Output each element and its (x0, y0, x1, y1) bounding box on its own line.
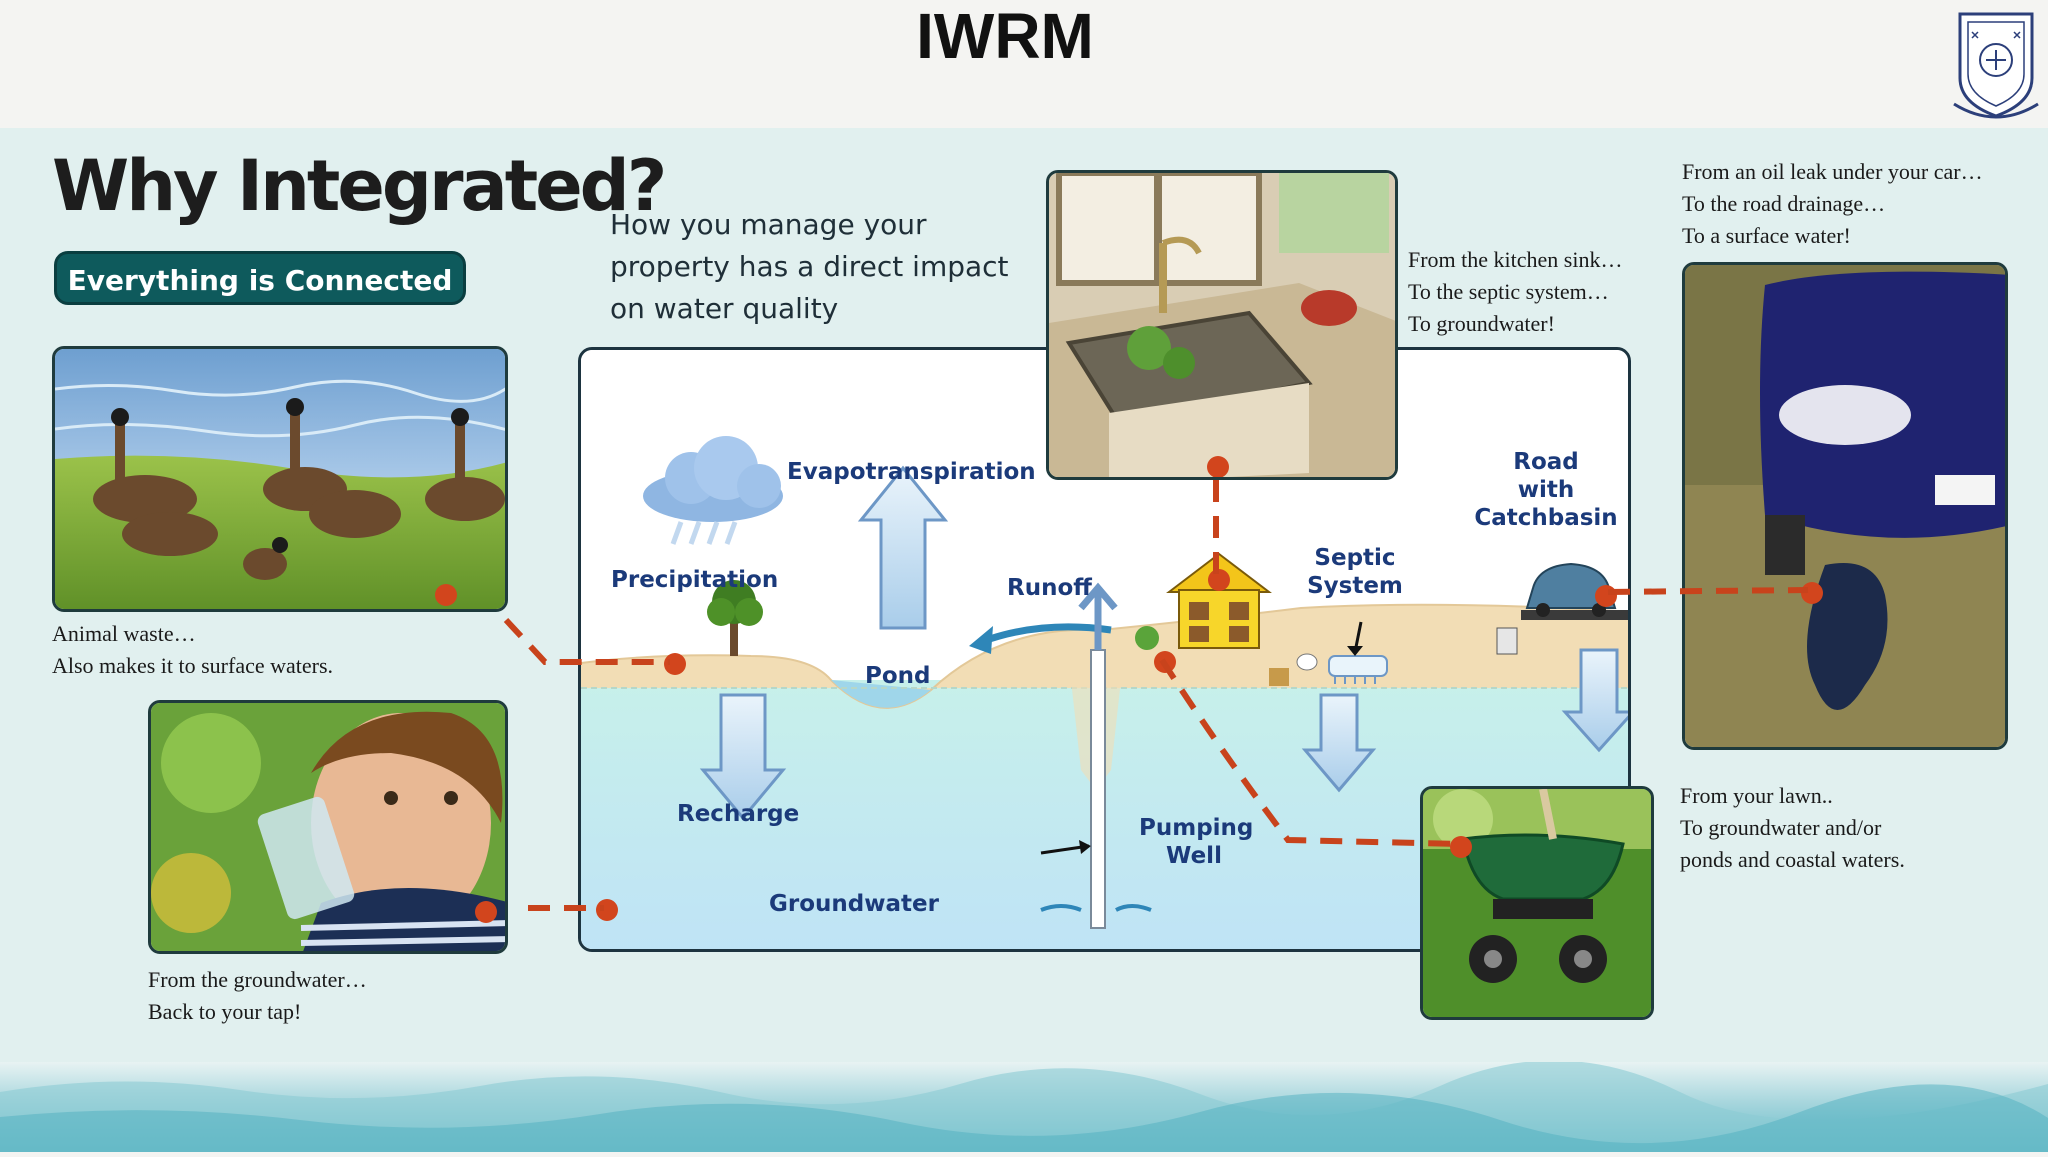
label-line: Septic (1314, 545, 1396, 571)
geese-connector (503, 617, 670, 665)
label-pond: Pond (865, 663, 931, 689)
child-drinking-photo (148, 700, 508, 954)
label-line: Catchbasin (1474, 505, 1618, 531)
label-recharge: Recharge (677, 801, 800, 827)
caption-line: To groundwater! (1408, 311, 1555, 336)
connected-badge: Everything is Connected (54, 251, 466, 305)
label-groundwater: Groundwater (769, 891, 939, 917)
caption-line: ponds and coastal waters. (1680, 847, 1905, 872)
kitchen-caption: From the kitchen sink… To the septic sys… (1408, 244, 1622, 340)
label-line: Pumping (1139, 815, 1254, 841)
label-precipitation: Precipitation (611, 567, 779, 593)
caption-line: Animal waste… (52, 621, 196, 646)
geese-caption: Animal waste… Also makes it to surface w… (52, 618, 333, 682)
label-road-catchbasin: Road with Catchbasin (1471, 448, 1621, 532)
lawn-connector (1159, 658, 1461, 847)
caption-line: From the kitchen sink… (1408, 247, 1623, 272)
caption-line: To the septic system… (1408, 279, 1609, 304)
label-line: Road (1513, 449, 1579, 475)
caption-line: To a surface water! (1682, 223, 1851, 248)
caption-line: To the road drainage… (1682, 191, 1886, 216)
caption-line: To groundwater and/or (1680, 815, 1882, 840)
lawn-spreader-photo (1420, 786, 1654, 1020)
label-line: System (1307, 573, 1403, 599)
label-pumping-well: Pumping Well (1139, 814, 1254, 870)
geese-photo (52, 346, 508, 612)
label-evapotranspiration: Evapotranspiration (787, 459, 1036, 485)
car-caption: From an oil leak under your car… To the … (1682, 156, 1983, 252)
section-heading: Why Integrated? (52, 145, 667, 227)
intro-text: How you manage your property has a direc… (610, 208, 1009, 325)
label-runoff: Runoff (1007, 575, 1092, 601)
label-septic-system: Septic System (1305, 544, 1405, 600)
car-oil-leak-photo (1682, 262, 2008, 750)
caption-line: From your lawn.. (1680, 783, 1833, 808)
child-caption: From the groundwater… Back to your tap! (148, 964, 367, 1028)
lawn-caption: From your lawn.. To groundwater and/or p… (1680, 780, 1905, 876)
university-logo (1950, 8, 2042, 126)
slide-title: IWRM (916, 0, 1094, 72)
caption-line: Also makes it to surface waters. (52, 653, 334, 678)
caption-line: From the groundwater… (148, 967, 367, 992)
caption-line: Back to your tap! (148, 999, 302, 1024)
caption-line: From an oil leak under your car… (1682, 159, 1983, 184)
water-texture-band (0, 1060, 2048, 1152)
kitchen-sink-photo (1046, 170, 1398, 480)
label-line: with (1517, 477, 1575, 503)
label-line: Well (1166, 843, 1222, 869)
car-connector (1607, 587, 1809, 595)
